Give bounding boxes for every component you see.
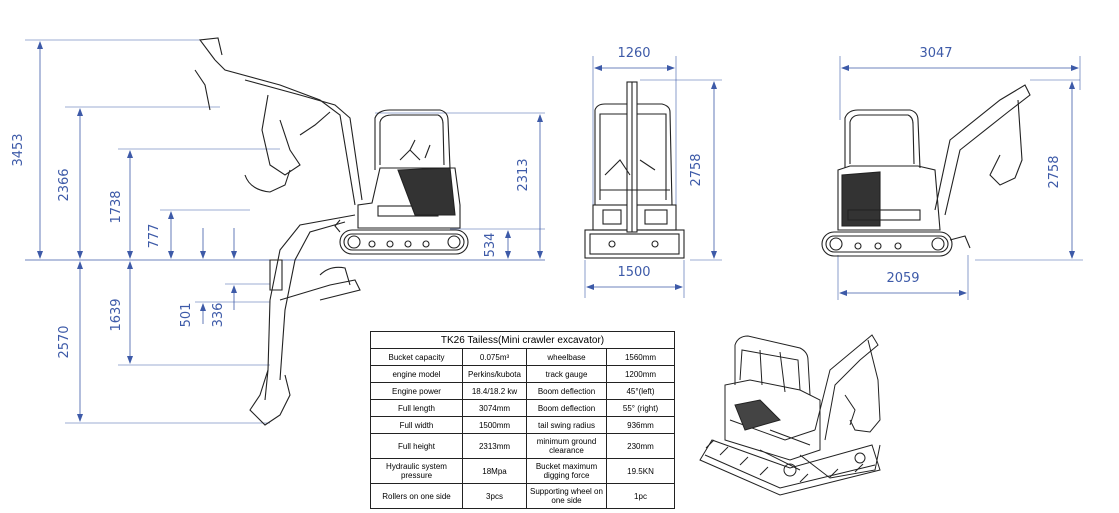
table-row: engine model Perkins/kubota track gauge … (370, 365, 676, 383)
dim-label-336: 336 (211, 303, 226, 328)
dim-label-1500: 1500 (617, 265, 650, 280)
spec-value: 18Mpa (462, 458, 527, 484)
table-row: Bucket capacity 0.075m³ wheelbase 1560mm (370, 348, 676, 366)
spec-value: 19.5KN (605, 458, 676, 484)
spec-label: Bucket maximum digging force (526, 458, 607, 484)
spec-value: 3pcs (462, 483, 527, 509)
dim-label-2758-front: 2758 (689, 153, 704, 186)
spec-label: Boom deflection (526, 382, 607, 400)
spec-value: 230mm (605, 433, 676, 459)
spec-value: 1560mm (605, 348, 676, 366)
spec-value: 1200mm (605, 365, 676, 383)
table-row: Full length 3074mm Boom deflection 55° (… (370, 399, 676, 417)
dim-label-2059: 2059 (886, 271, 919, 286)
table-row: Engine power 18.4/18.2 kw Boom deflectio… (370, 382, 676, 400)
dim-label-2313: 2313 (516, 158, 531, 191)
spec-label: Boom deflection (526, 399, 607, 417)
spec-label: tail swing radius (526, 416, 607, 434)
dim-label-3047: 3047 (919, 46, 952, 61)
dim-label-1260: 1260 (617, 46, 650, 61)
spec-value: 55° (right) (605, 399, 676, 417)
spec-label: minimum ground clearance (526, 433, 607, 459)
dim-label-501: 501 (179, 303, 194, 328)
spec-table-title: TK26 Tailess(Mini crawler excavator) (369, 331, 676, 349)
spec-label: Full width (370, 416, 463, 434)
spec-label: wheelbase (526, 348, 607, 366)
spec-value: 3074mm (462, 399, 527, 417)
side-view: 3453 2366 1738 777 501 336 1639 2570 231… (11, 37, 545, 426)
spec-value: 1500mm (462, 416, 527, 434)
front-view: 1260 2758 1500 (584, 46, 722, 298)
spec-label: Hydraulic system pressure (370, 458, 463, 484)
spec-value: 2313mm (462, 433, 527, 459)
spec-label: Supporting wheel on one side (526, 483, 607, 509)
excavator-side-drawing (194, 37, 469, 426)
spec-table: TK26 Tailess(Mini crawler excavator) Buc… (369, 331, 676, 509)
spec-value: 0.075m³ (462, 348, 527, 366)
spec-label: track gauge (526, 365, 607, 383)
spec-value: 45°(left) (605, 382, 676, 400)
dim-label-534: 534 (483, 233, 498, 258)
spec-value: 1pc (605, 483, 676, 509)
spec-label: engine model (370, 365, 463, 383)
spec-label: Full length (370, 399, 463, 417)
dim-label-1738: 1738 (109, 190, 124, 223)
spec-label: Full height (370, 433, 463, 459)
spec-value: 18.4/18.2 kw (462, 382, 527, 400)
spec-label: Engine power (370, 382, 463, 400)
rear-view: 3047 2758 2059 (821, 46, 1083, 300)
spec-value: 936mm (605, 416, 676, 434)
table-row: Rollers on one side 3pcs Supporting whee… (370, 483, 676, 509)
dim-label-2758-rear: 2758 (1047, 155, 1062, 188)
spec-label: Rollers on one side (370, 483, 463, 509)
spec-value: Perkins/kubota (462, 365, 527, 383)
dim-label-777: 777 (147, 224, 162, 249)
excavator-rear-drawing (821, 84, 1031, 257)
table-row: Hydraulic system pressure 18Mpa Bucket m… (370, 458, 676, 484)
dim-label-2570: 2570 (57, 325, 72, 358)
table-row: Full width 1500mm tail swing radius 936m… (370, 416, 676, 434)
dim-label-2366: 2366 (57, 168, 72, 201)
dim-label-1639: 1639 (109, 298, 124, 331)
dim-label-3453: 3453 (11, 133, 26, 166)
excavator-front-drawing (584, 81, 685, 259)
table-row: Full height 2313mm minimum ground cleara… (370, 433, 676, 459)
excavator-isometric-drawing (699, 334, 881, 496)
spec-label: Bucket capacity (370, 348, 463, 366)
